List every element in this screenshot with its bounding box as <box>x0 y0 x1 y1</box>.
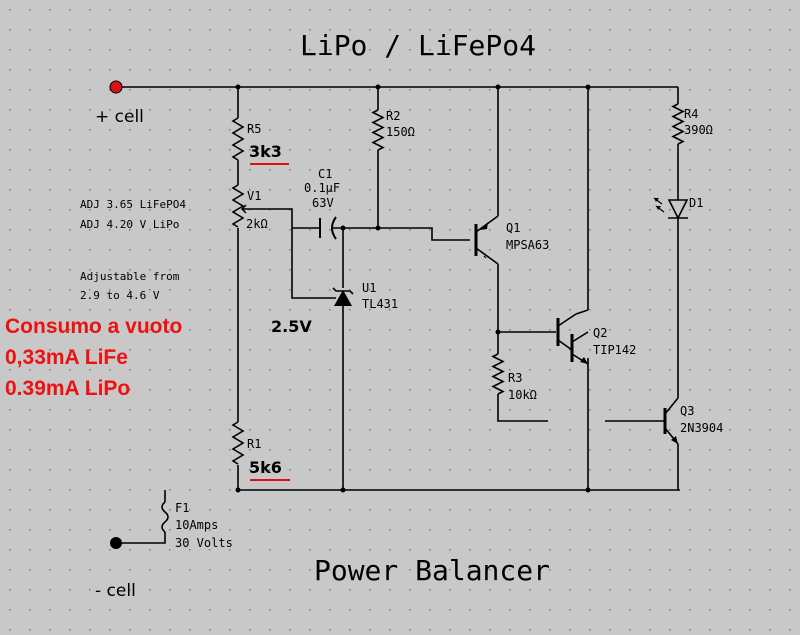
q3-value: 2N3904 <box>680 421 723 435</box>
f1-fuse-icon <box>161 501 169 533</box>
r4-value: 390Ω <box>684 123 713 137</box>
r1-resistor-icon <box>231 421 245 465</box>
r3-ref: R3 <box>508 371 522 385</box>
q1-transistor-icon <box>474 215 499 265</box>
v1-value: 2kΩ <box>246 217 268 231</box>
range-note-line1: Adjustable from <box>80 270 180 283</box>
f1-ref: F1 <box>175 501 189 515</box>
r2-resistor-icon <box>371 109 385 151</box>
minus-terminal-icon <box>110 537 122 549</box>
diagram-subtitle: Power Balancer <box>314 554 550 587</box>
f1-value: 10Amps <box>175 518 218 532</box>
u1-value: TL431 <box>362 297 398 311</box>
c1-ref: C1 <box>318 167 332 181</box>
v1-wiper-arrow-icon <box>240 204 252 214</box>
u1-shunt-regulator-icon <box>332 287 354 306</box>
consumption-line3: 0.39mA LiPo <box>5 377 130 400</box>
r1-value: 5k6 <box>249 458 282 477</box>
r5-ref: R5 <box>247 122 261 136</box>
v1-potentiometer-icon <box>231 184 245 228</box>
f1-voltage: 30 Volts <box>175 536 233 550</box>
v1-ref: V1 <box>247 189 261 203</box>
r2-ref: R2 <box>386 109 400 123</box>
d1-ref: D1 <box>689 196 703 210</box>
wires <box>118 86 680 544</box>
q1-ref: Q1 <box>506 221 520 235</box>
consumption-line2: 0,33mA LiFe <box>5 346 128 369</box>
range-note-line2: 2.9 to 4.6 V <box>80 289 160 302</box>
minus-cell-label: - cell <box>95 581 136 601</box>
plus-cell-label: + cell <box>95 107 144 127</box>
q2-ref: Q2 <box>593 326 607 340</box>
q2-transistor-icon <box>556 309 589 365</box>
r2-value: 150Ω <box>386 125 415 139</box>
c1-voltage: 63V <box>312 196 334 210</box>
vref-label: 2.5V <box>271 317 312 336</box>
r1-ref: R1 <box>247 437 261 451</box>
r4-ref: R4 <box>684 107 698 121</box>
q1-value: MPSA63 <box>506 238 549 252</box>
consumption-line1: Consumo a vuoto <box>5 315 182 338</box>
r5-value: 3k3 <box>249 142 282 161</box>
adj-note-lipo: ADJ 4.20 V LiPo <box>80 218 179 231</box>
d1-led-icon <box>653 197 689 220</box>
plus-terminal-icon <box>109 80 123 94</box>
junction-dots <box>235 84 591 493</box>
c1-value: 0.1μF <box>304 181 340 195</box>
r4-resistor-icon <box>671 103 685 145</box>
r3-resistor-icon <box>491 353 505 395</box>
r3-value: 10kΩ <box>508 388 537 402</box>
diagram-title: LiPo / LiFePo4 <box>300 29 536 62</box>
r5-resistor-icon <box>231 117 245 161</box>
q3-ref: Q3 <box>680 404 694 418</box>
adj-note-lifepo4: ADJ 3.65 LiFePO4 <box>80 198 186 211</box>
c1-capacitor-icon <box>319 216 337 240</box>
q2-value: TIP142 <box>593 343 636 357</box>
q3-transistor-icon <box>663 397 679 445</box>
u1-ref: U1 <box>362 281 376 295</box>
